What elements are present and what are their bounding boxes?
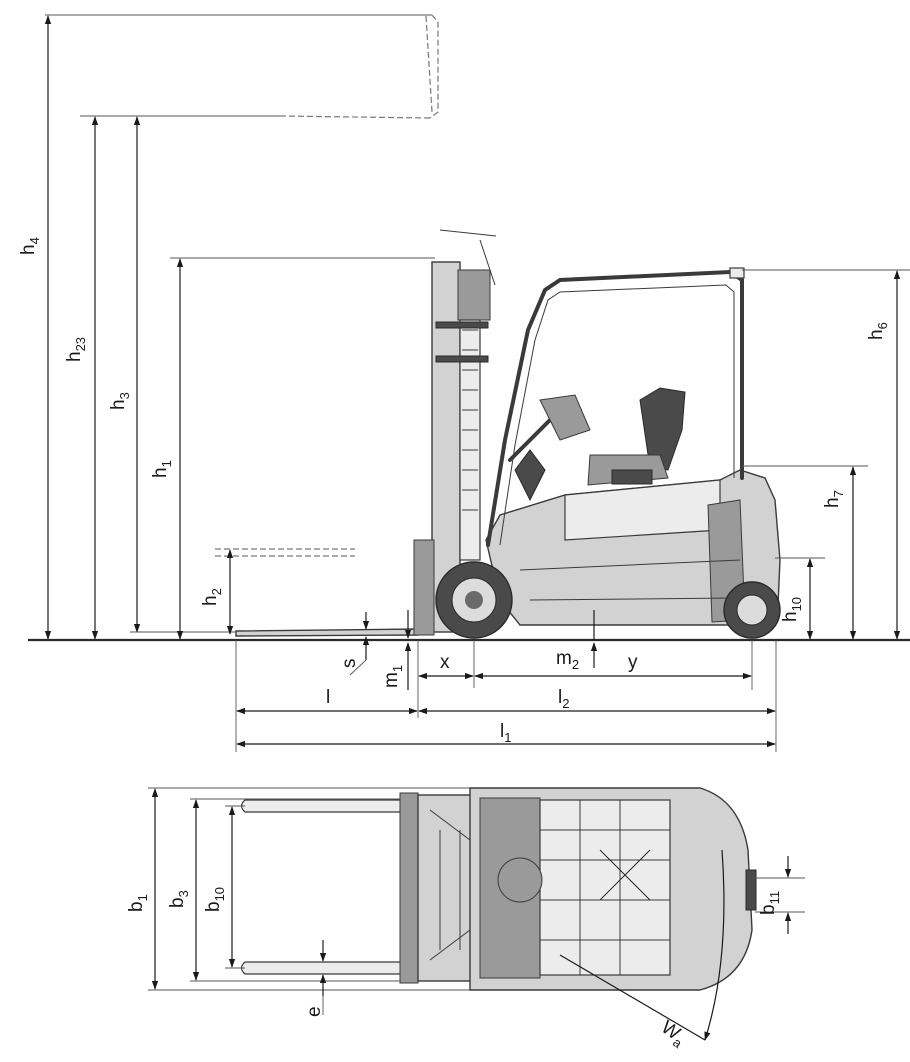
label-b11: b11	[758, 891, 782, 915]
fork-side	[235, 628, 419, 637]
label-h6: h6	[866, 322, 890, 340]
label-h10: h10	[780, 597, 804, 622]
rear-wheel	[723, 581, 781, 639]
seat-top	[599, 849, 651, 901]
label-l1: l1	[500, 721, 511, 745]
label-b10: b10	[203, 887, 227, 912]
fork-top-upper	[240, 799, 411, 813]
lifted-fork-outline	[215, 548, 355, 557]
fork-carriage-top	[399, 792, 419, 984]
top-view	[148, 787, 805, 1041]
label-y: y	[628, 652, 638, 673]
label-h1: h1	[150, 460, 174, 478]
overhead-guard	[486, 267, 745, 547]
label-wa: Wa	[655, 1017, 690, 1052]
mast	[413, 229, 497, 636]
wa-radius-line	[559, 954, 706, 1041]
label-h23: h23	[64, 337, 88, 362]
rear-axle-top	[745, 869, 757, 911]
label-b3: b3	[167, 890, 191, 908]
body-lines	[519, 559, 741, 601]
battery-cover	[564, 479, 721, 541]
label-h4: h4	[18, 237, 42, 255]
label-x: x	[440, 652, 450, 673]
steering-wheel-top	[497, 857, 543, 903]
label-s: s	[339, 659, 360, 669]
mast-top	[417, 794, 479, 982]
label-h7: h7	[822, 490, 846, 508]
fork-top-lower	[240, 961, 411, 975]
label-e: e	[304, 1006, 325, 1017]
battery-compartment	[539, 799, 671, 976]
label-b1: b1	[126, 894, 150, 912]
front-wheel	[435, 561, 513, 639]
label-h3: h3	[108, 392, 132, 410]
steering-column	[508, 394, 591, 502]
label-m2: m2	[556, 648, 579, 672]
label-l2: l2	[558, 687, 569, 711]
raised-mast-outline	[45, 14, 439, 119]
label-h2: h2	[200, 588, 224, 606]
wa-arc	[704, 849, 725, 1041]
label-l: l	[326, 687, 330, 708]
operator-seat	[587, 387, 686, 486]
label-m1: m1	[381, 665, 405, 688]
side-view	[28, 14, 910, 752]
